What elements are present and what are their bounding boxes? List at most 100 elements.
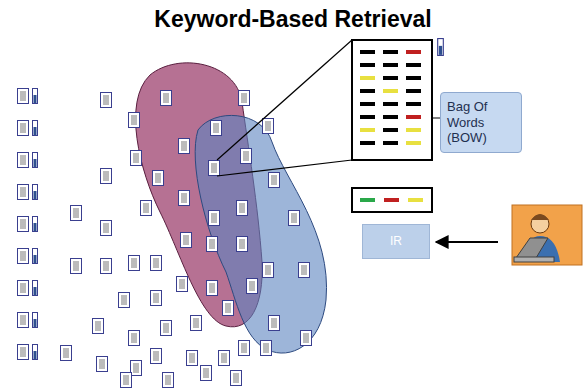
document-icon <box>97 357 108 372</box>
document-icon <box>119 293 130 308</box>
bar-icon <box>33 313 38 328</box>
document-icon <box>263 119 274 134</box>
term-count <box>383 50 398 54</box>
document-icon <box>161 321 172 336</box>
node-text: IR <box>369 234 423 248</box>
document-icon <box>18 281 29 296</box>
document-icon <box>101 169 112 184</box>
document-cloud <box>61 91 312 388</box>
document-icon <box>179 191 190 206</box>
term-count <box>406 76 421 80</box>
document-icon <box>18 249 29 264</box>
bow-box: Bag Of Words (BOW) <box>440 92 522 153</box>
document-icon <box>239 91 250 106</box>
document-icon <box>237 237 248 252</box>
term-count <box>406 89 421 93</box>
document-icon <box>151 256 162 271</box>
bow-matrix <box>352 40 432 160</box>
term-count <box>360 128 375 132</box>
document-icon <box>209 161 220 176</box>
bar-icon <box>33 345 38 360</box>
document-icon <box>129 113 140 128</box>
document-icon <box>237 201 248 216</box>
document-icon <box>241 149 252 164</box>
document-icon <box>219 351 230 366</box>
document-icon <box>101 93 112 108</box>
bar-icon <box>33 249 38 264</box>
document-icon <box>209 211 220 226</box>
title: Keyword-Based Retrieval <box>0 6 586 33</box>
term-count <box>360 50 375 54</box>
document-icon <box>93 319 104 334</box>
term-count <box>383 89 398 93</box>
document-icon <box>129 256 140 271</box>
document-icon <box>201 366 212 381</box>
bow-rows <box>360 52 421 143</box>
document-icon <box>129 331 140 346</box>
document-icon <box>101 259 112 274</box>
document-icon <box>18 121 29 136</box>
term-count <box>406 141 421 145</box>
document-icon <box>121 373 132 388</box>
term-count <box>383 76 398 80</box>
document-icon <box>261 341 272 356</box>
document-icon <box>223 301 234 316</box>
bar-icon <box>33 217 38 232</box>
callout-line <box>432 118 440 119</box>
document-icon <box>269 173 280 188</box>
term-count <box>406 50 421 54</box>
term-count <box>360 63 375 67</box>
term-count <box>383 128 398 132</box>
document-icon <box>101 221 112 236</box>
bar-icon <box>33 281 38 296</box>
bar-icon <box>33 89 38 104</box>
query-term <box>384 198 399 202</box>
document-icon <box>18 185 29 200</box>
term-count <box>360 76 375 80</box>
query-vector <box>352 188 432 212</box>
term-count <box>383 63 398 67</box>
term-count <box>383 115 398 119</box>
document-icon <box>181 233 192 248</box>
document-icon <box>163 373 174 388</box>
document-icon <box>207 237 218 252</box>
ir-box: IR <box>362 224 430 259</box>
query-arrow <box>436 241 498 243</box>
document-icon <box>131 361 142 376</box>
bar-icon <box>33 121 38 136</box>
zoom-line <box>217 40 352 160</box>
query-term <box>408 198 423 202</box>
document-icon <box>131 151 142 166</box>
document-icon <box>177 277 188 292</box>
document-icon <box>191 316 202 331</box>
document-icon <box>299 263 310 278</box>
term-count <box>360 115 375 119</box>
document-icon <box>151 291 162 306</box>
document-icon <box>207 281 218 296</box>
document-icon <box>141 201 152 216</box>
document-icon <box>18 153 29 168</box>
document-icon <box>187 351 198 366</box>
user-picture <box>512 205 582 265</box>
term-count <box>360 141 375 145</box>
document-icon <box>71 259 82 274</box>
document-icon <box>18 345 29 360</box>
document-icon <box>61 346 72 361</box>
blue-region <box>195 115 326 353</box>
bar-icon <box>33 185 38 200</box>
document-column <box>18 89 38 360</box>
term-count <box>383 102 398 106</box>
document-icon <box>231 371 242 386</box>
document-icon <box>211 121 222 136</box>
term-count <box>406 115 421 119</box>
document-icon <box>18 313 29 328</box>
document-icon <box>301 331 312 346</box>
node-text: Bag Of Words (BOW) <box>447 99 515 146</box>
term-count <box>406 128 421 132</box>
document-icon <box>239 341 250 356</box>
bar-icon <box>438 39 444 56</box>
term-count <box>406 63 421 67</box>
term-count <box>360 89 375 93</box>
term-count <box>360 102 375 106</box>
